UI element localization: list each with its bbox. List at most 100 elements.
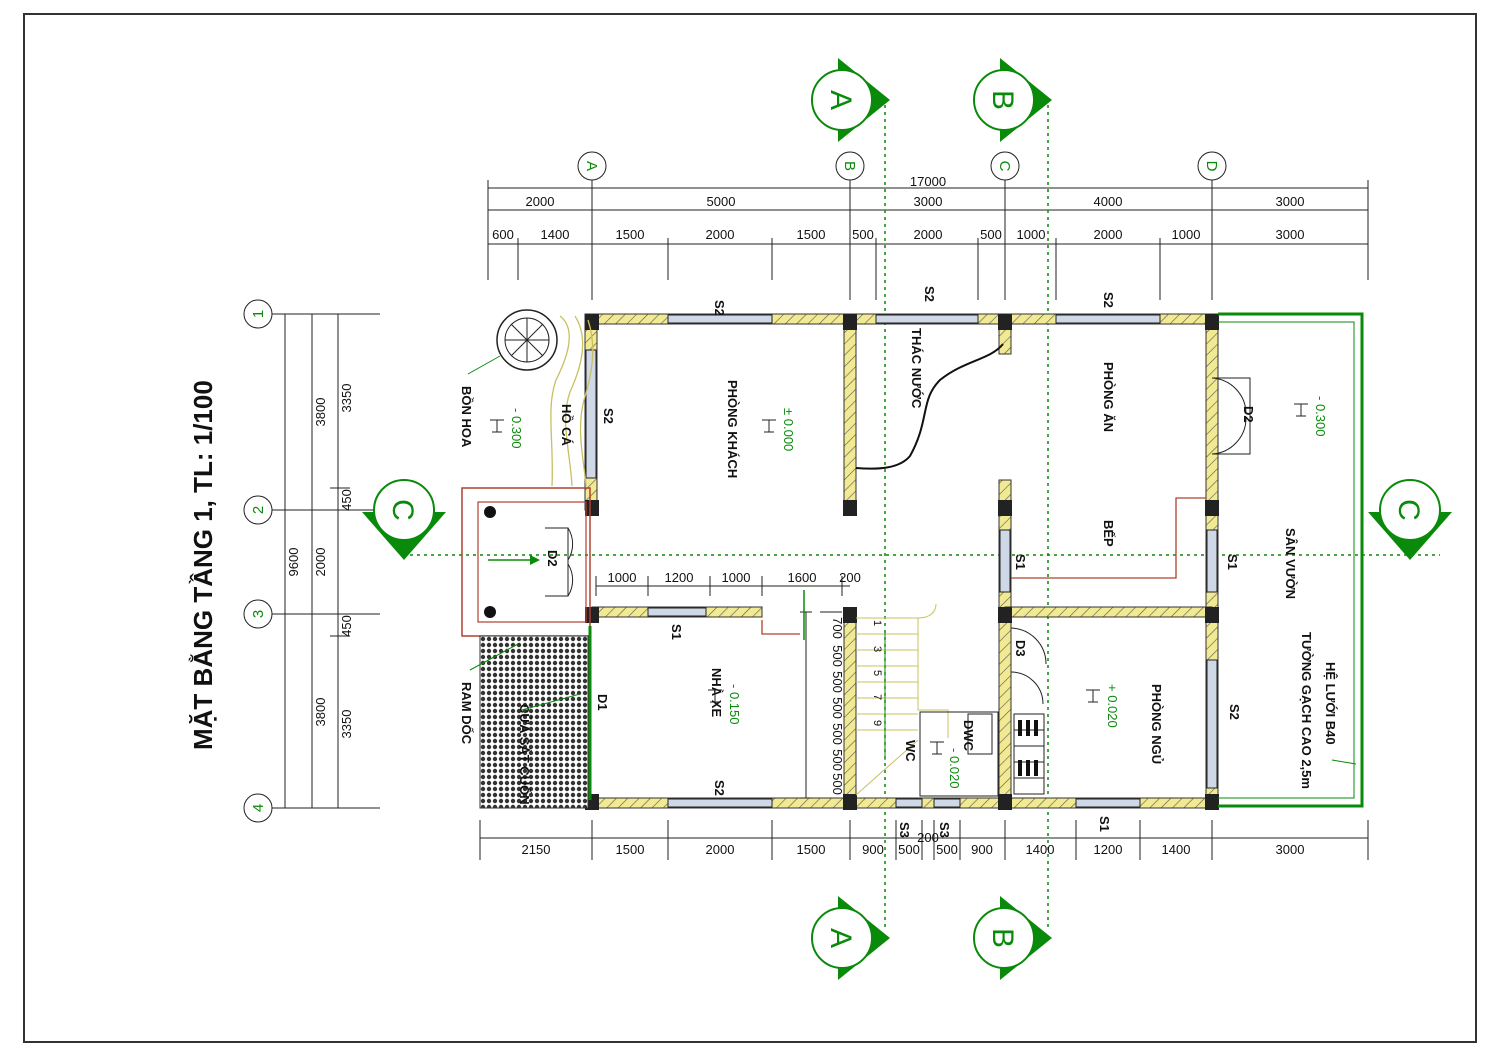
dim-bottom-12: 1400 bbox=[1162, 842, 1191, 857]
level-san-vuon: - 0.300 bbox=[1313, 396, 1328, 436]
waterfall-curve bbox=[855, 343, 1004, 470]
grid-col-markers bbox=[577, 151, 1227, 181]
entrance-area bbox=[461, 487, 591, 809]
inner-dim-lines bbox=[595, 576, 850, 596]
section-label-a-top: A bbox=[824, 90, 857, 110]
dim-bottom-5: 900 bbox=[862, 842, 884, 857]
drawing-title: MẶT BẰNG TẦNG 1, TL: 1/100 bbox=[188, 380, 218, 750]
tag-s1-garage: S1 bbox=[669, 624, 684, 640]
grid-col-b: B bbox=[841, 161, 858, 171]
dim-left-total: 9600 bbox=[286, 548, 301, 577]
section-label-c-right: C bbox=[1392, 499, 1425, 521]
dim-top-r2-6: 500 bbox=[852, 227, 874, 242]
dim-top-r2-11: 1000 bbox=[1172, 227, 1201, 242]
grid-row-4: 4 bbox=[250, 804, 267, 812]
level-symbols bbox=[490, 403, 1308, 755]
stair-step-3: 3 bbox=[871, 646, 883, 652]
dim-top-r2-1: 600 bbox=[492, 227, 514, 242]
grid-row-3: 3 bbox=[250, 610, 267, 618]
dim-left-outer-1: 3800 bbox=[313, 398, 328, 427]
tag-s1-kitchen: S1 bbox=[1013, 554, 1028, 570]
section-marker-a-top bbox=[811, 58, 890, 142]
bottom-dimension-lines bbox=[479, 820, 1369, 860]
tag-s1-bottom: S1 bbox=[1097, 816, 1112, 832]
inner-dim-1: 1000 bbox=[608, 570, 637, 585]
dim-top-r2-12: 3000 bbox=[1276, 227, 1305, 242]
dim-top-r2-5: 1500 bbox=[797, 227, 826, 242]
dim-bottom-11: 1200 bbox=[1094, 842, 1123, 857]
tag-s2-bottom: S2 bbox=[712, 780, 727, 796]
room-nha-xe: NHÀ XE bbox=[709, 668, 724, 717]
grid-col-c: C bbox=[996, 161, 1013, 172]
tag-d2-garden: D2 bbox=[1241, 406, 1256, 423]
left-dimension-lines bbox=[270, 313, 380, 809]
room-bep: BẾP bbox=[1101, 520, 1116, 547]
dim-bottom-2: 1500 bbox=[616, 842, 645, 857]
dim-bottom-4: 1500 bbox=[797, 842, 826, 857]
stair-dim-lines bbox=[800, 611, 842, 799]
grid-col-a: A bbox=[583, 161, 600, 171]
dim-top-r2-9: 1000 bbox=[1017, 227, 1046, 242]
grid-col-d: D bbox=[1203, 161, 1220, 172]
tag-s1-garden: S1 bbox=[1225, 554, 1240, 570]
dim-bottom-1: 2150 bbox=[522, 842, 551, 857]
dim-top-r1-3: 3000 bbox=[914, 194, 943, 209]
dim-top-r2-4: 2000 bbox=[706, 227, 735, 242]
room-thac-nuoc: THÁC NƯỚC bbox=[909, 328, 924, 409]
inner-dim-4: 1600 bbox=[788, 570, 817, 585]
dim-top-r1-5: 3000 bbox=[1276, 194, 1305, 209]
label-ram-doc: RAM DỐC bbox=[459, 682, 474, 745]
room-san-vuon: SÂN VƯỜN bbox=[1283, 528, 1298, 599]
dim-left-outer-3: 3800 bbox=[313, 698, 328, 727]
doors bbox=[545, 377, 1251, 705]
dim-top-r2-3: 1500 bbox=[616, 227, 645, 242]
section-marker-b-top bbox=[973, 58, 1052, 142]
partition-lines bbox=[761, 497, 1206, 635]
dim-bottom-13: 3000 bbox=[1276, 842, 1305, 857]
inner-dim-5: 200 bbox=[839, 570, 861, 585]
inner-dim-2: 1200 bbox=[665, 570, 694, 585]
garden-fence bbox=[1218, 312, 1364, 808]
tag-s2-right: S2 bbox=[1227, 704, 1242, 720]
section-marker-b-bottom bbox=[973, 896, 1052, 980]
inner-dim-3: 1000 bbox=[722, 570, 751, 585]
grid-row-1: 1 bbox=[250, 310, 267, 318]
stair-dim-1: 700 bbox=[830, 617, 845, 639]
tag-s2-top-2: S2 bbox=[922, 286, 937, 302]
windows bbox=[585, 314, 1218, 808]
dim-top-r2-7: 2000 bbox=[914, 227, 943, 242]
room-phong-an: PHÒNG ĂN bbox=[1101, 362, 1116, 432]
grid-row-2: 2 bbox=[250, 506, 267, 514]
note-tuong-gach: TƯỜNG GẠCH CAO 2,5m bbox=[1299, 632, 1314, 789]
section-label-b-bottom: B bbox=[986, 928, 1019, 948]
level-phong-ngu: + 0.020 bbox=[1105, 684, 1120, 728]
dim-bottom-9: 900 bbox=[971, 842, 993, 857]
room-ho-ca: HỒ CÁ bbox=[559, 404, 574, 447]
stair-step-5: 5 bbox=[871, 670, 883, 676]
tag-s2-top-3: S2 bbox=[1101, 292, 1116, 308]
grid-row-markers bbox=[243, 299, 273, 823]
section-cut-lines bbox=[410, 105, 1440, 930]
dim-top-r1-1: 2000 bbox=[526, 194, 555, 209]
walls bbox=[584, 313, 1219, 809]
label-cua-sat-cuon: CỬA SẮT CUỐN bbox=[517, 704, 532, 805]
level-ho-ca: - 0.300 bbox=[509, 408, 524, 448]
room-wc: WC bbox=[903, 740, 918, 762]
dim-left-inner-4: 3350 bbox=[339, 710, 354, 739]
tag-s3-1: S3 bbox=[897, 822, 912, 838]
section-label-a-bottom: A bbox=[824, 928, 857, 948]
level-nha-xe: - 0.150 bbox=[727, 684, 742, 724]
dim-top-total: 17000 bbox=[910, 174, 946, 189]
stair-step-1: 1 bbox=[871, 620, 883, 626]
dim-bottom-6: 500 bbox=[898, 842, 920, 857]
dim-top-r2-8: 500 bbox=[980, 227, 1002, 242]
dim-bottom-7: 200 bbox=[917, 830, 939, 845]
dim-left-outer-2: 2000 bbox=[313, 548, 328, 577]
top-dimension-lines bbox=[487, 180, 1369, 300]
tag-d3: D3 bbox=[1013, 640, 1028, 657]
section-label-b-top: B bbox=[986, 90, 1019, 110]
dim-bottom-10: 1400 bbox=[1026, 842, 1055, 857]
dim-top-r2-2: 1400 bbox=[541, 227, 570, 242]
stair-step-7: 7 bbox=[871, 694, 883, 700]
sheet-border bbox=[23, 13, 1477, 1043]
